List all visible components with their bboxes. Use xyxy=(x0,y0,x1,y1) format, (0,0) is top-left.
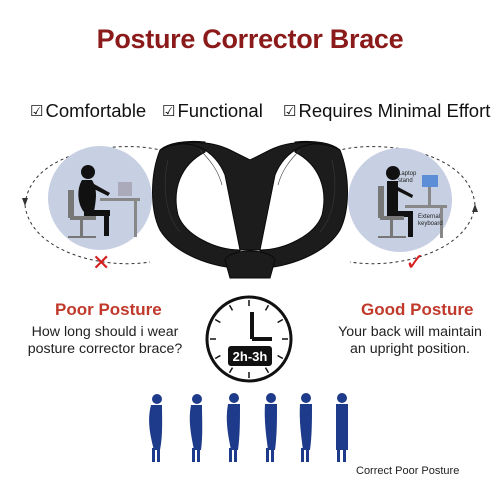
posture-brace xyxy=(152,140,348,279)
poor-posture-person xyxy=(78,165,110,236)
feature-label: Requires Minimal Effort xyxy=(298,100,491,121)
question-line: posture corrector brace? xyxy=(27,341,183,357)
good-posture-description: Your back will maintain an upright posit… xyxy=(320,324,500,358)
good-posture-label: Good Posture xyxy=(361,300,474,319)
posture-figure xyxy=(299,393,312,462)
duration-label: 2h-3h xyxy=(233,349,268,364)
feature-functional: ☑ Functional xyxy=(162,100,263,122)
external-keyboard-label: External xyxy=(418,214,440,220)
feature-comfortable: ☑ Comfortable xyxy=(30,100,146,122)
feature-label: Functional xyxy=(177,100,263,121)
brace-mesh-texture xyxy=(164,149,336,233)
poor-posture-chair xyxy=(68,190,96,238)
posture-figure xyxy=(189,394,203,462)
page-title: Posture Corrector Brace xyxy=(96,24,404,54)
arrow-right-icon xyxy=(472,204,478,212)
check-box-icon: ☑ xyxy=(283,103,297,120)
posture-figure xyxy=(149,394,163,462)
arrow-left-icon xyxy=(22,198,28,206)
poor-posture-question: How long should i wear posture corrector… xyxy=(5,324,205,358)
feature-minimal-effort: ☑ Requires Minimal Effort xyxy=(283,100,490,122)
good-posture-chair xyxy=(378,186,406,238)
good-posture-circle xyxy=(348,148,452,252)
feature-label: Comfortable xyxy=(45,100,147,121)
posture-figures xyxy=(149,393,348,462)
posture-figure xyxy=(336,393,348,462)
check-box-icon: ☑ xyxy=(162,103,176,120)
posture-figure xyxy=(226,393,240,462)
laptop-stand-label: Laptop xyxy=(398,171,417,177)
figures-caption: Correct Poor Posture xyxy=(356,465,460,477)
dashed-arc-left-bottom xyxy=(24,204,151,265)
check-mark-icon: ✓ xyxy=(405,248,425,276)
good-posture-person xyxy=(386,166,413,237)
clock-icon: 2h-3h xyxy=(205,295,293,383)
good-posture-desk xyxy=(405,175,447,238)
check-box-icon: ☑ xyxy=(30,103,44,120)
poor-posture-desk xyxy=(100,182,140,237)
dashed-arc-right-bottom xyxy=(349,204,476,265)
external-keyboard-label-2: keyboard xyxy=(418,221,443,227)
laptop-stand-label-2: stand xyxy=(398,178,413,184)
poor-posture-label: Poor Posture xyxy=(55,300,162,319)
feature-list: ☑ Comfortable ☑ Functional ☑ Requires Mi… xyxy=(0,100,500,124)
description-line: an upright position. xyxy=(350,341,470,357)
posture-figure xyxy=(264,393,277,462)
description-line: Your back will maintain xyxy=(338,324,482,340)
question-line: How long should i wear xyxy=(31,324,179,340)
cross-mark-icon: ✕ xyxy=(92,251,110,276)
